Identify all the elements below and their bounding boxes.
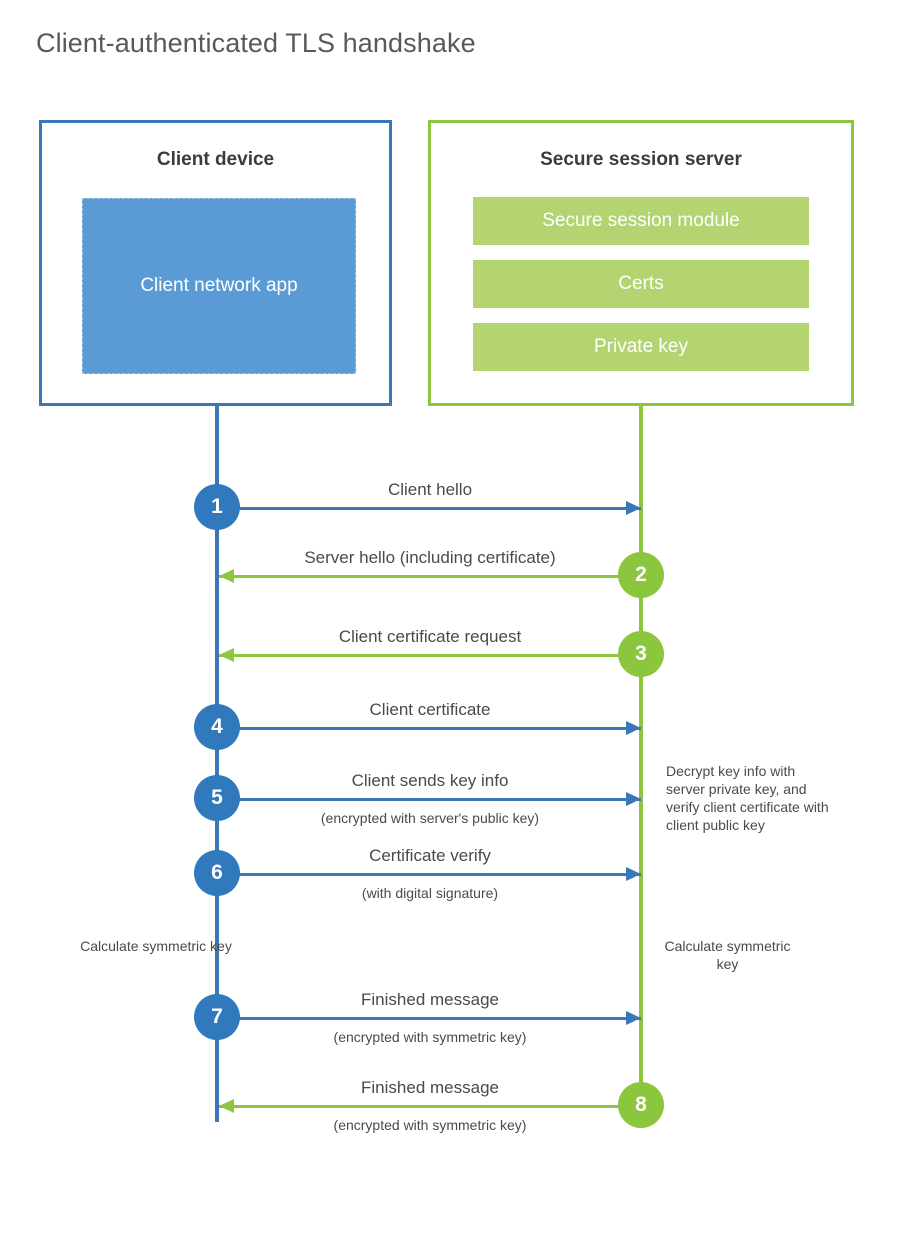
client-device-title: Client device <box>156 149 275 170</box>
step-circle-7[interactable]: 7 <box>194 994 240 1040</box>
arrowhead-left-icon <box>219 1099 234 1113</box>
note-server-calculate-symmetric-key: Calculate symmetric key <box>664 938 791 972</box>
message-label-2: Server hello (including certificate) <box>304 548 556 567</box>
message-label-5: Client sends key info <box>351 771 509 790</box>
message-line-5 <box>219 798 641 801</box>
step-circle-3[interactable]: 3 <box>618 631 664 677</box>
arrowhead-right-icon <box>626 1011 641 1025</box>
server-component-secure-session-module: Secure session module <box>473 197 809 245</box>
message-label-1: Client hello <box>387 480 473 499</box>
page-title: Client-authenticated TLS handshake <box>36 28 476 58</box>
client-network-app-block: Client network app <box>82 198 356 374</box>
arrowhead-right-icon <box>626 867 641 881</box>
arrowhead-right-icon <box>626 792 641 806</box>
message-line-8 <box>219 1105 641 1108</box>
step-circle-4[interactable]: 4 <box>194 704 240 750</box>
step-circle-5[interactable]: 5 <box>194 775 240 821</box>
note-server-decrypt: Decrypt key info with server private key… <box>666 763 829 833</box>
message-line-6 <box>219 873 641 876</box>
message-label-3: Client certificate request <box>338 627 522 646</box>
message-label-6: Certificate verify <box>369 846 491 865</box>
server-component-certs: Certs <box>473 260 809 308</box>
server-lifeline <box>639 406 643 1110</box>
message-label-7: Finished message <box>361 990 499 1009</box>
arrowhead-right-icon <box>626 501 641 515</box>
message-line-4 <box>219 727 641 730</box>
step-circle-2[interactable]: 2 <box>618 552 664 598</box>
message-line-3 <box>219 654 641 657</box>
message-sublabel-5: (encrypted with server's public key) <box>320 810 540 826</box>
step-circle-8[interactable]: 8 <box>618 1082 664 1128</box>
client-lifeline <box>215 406 219 1122</box>
message-line-1 <box>219 507 641 510</box>
arrowhead-left-icon <box>219 569 234 583</box>
message-line-2 <box>219 575 641 578</box>
message-sublabel-7: (encrypted with symmetric key) <box>333 1029 527 1045</box>
note-client-calculate-symmetric-key: Calculate symmetric key <box>80 938 232 954</box>
client-device-box: Client device Client network app <box>39 120 392 406</box>
message-sublabel-6: (with digital signature) <box>361 885 499 901</box>
step-circle-6[interactable]: 6 <box>194 850 240 896</box>
secure-session-server-box: Secure session server Secure session mod… <box>428 120 854 406</box>
message-label-8: Finished message <box>361 1078 499 1097</box>
message-label-4: Client certificate <box>369 700 491 719</box>
message-line-7 <box>219 1017 641 1020</box>
step-circle-1[interactable]: 1 <box>194 484 240 530</box>
arrowhead-left-icon <box>219 648 234 662</box>
arrowhead-right-icon <box>626 721 641 735</box>
server-component-private-key: Private key <box>473 323 809 371</box>
secure-session-server-title: Secure session server <box>540 149 742 170</box>
message-sublabel-8: (encrypted with symmetric key) <box>333 1117 527 1133</box>
